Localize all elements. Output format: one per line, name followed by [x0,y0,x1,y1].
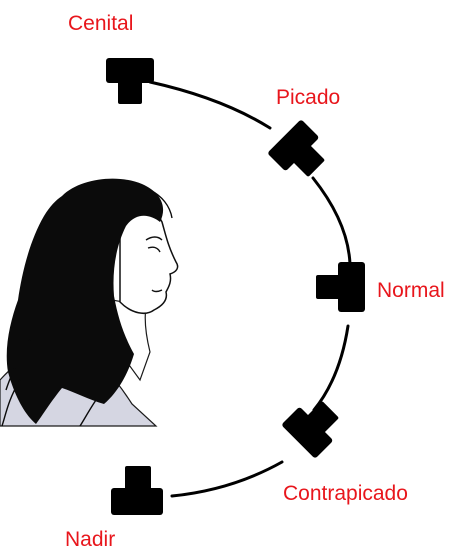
camera-picado-icon [268,120,325,177]
arc-segment-cenital-picado [148,80,272,130]
label-contrapicado: Contrapicado [283,482,408,505]
camera-contrapicado-icon [282,401,339,458]
label-nadir: Nadir [65,528,116,551]
camera-arc [148,80,352,498]
woman-profile-illustration [0,178,179,427]
camera-cenital-icon [106,58,154,104]
facial-details [145,236,163,293]
arc-segment-picado-normal [311,176,352,266]
label-cenital: Cenital [68,12,134,35]
label-normal: Normal [377,279,445,302]
arc-segment-normal-contrapicado [312,324,350,412]
camera-nadir-icon [111,466,163,515]
hair-shape [6,178,164,424]
label-picado: Picado [276,86,341,109]
camera-normal-icon [316,262,365,312]
face-shape [119,204,179,315]
arc-segment-contrapicado-nadir [170,460,284,498]
hair-strands [1,189,173,427]
